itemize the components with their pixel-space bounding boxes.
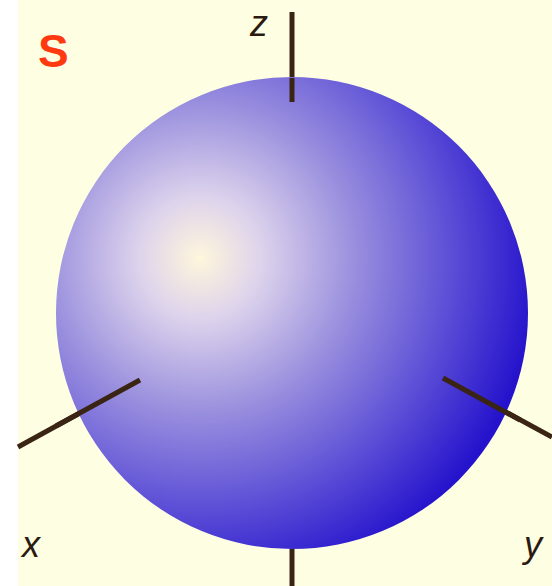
orbital-name: S <box>38 28 69 74</box>
background <box>18 0 552 586</box>
axis-label: x <box>22 527 40 563</box>
z-axis-top-overlap <box>290 78 295 102</box>
axis-label: y <box>524 527 542 563</box>
s-orbital-sphere <box>56 77 528 549</box>
axis-label: z <box>250 6 268 42</box>
z-axis-bottom <box>290 549 295 586</box>
x-axis-overlap <box>56 380 140 426</box>
z-axis-top <box>290 12 295 102</box>
y-axis-overlap <box>443 378 520 420</box>
